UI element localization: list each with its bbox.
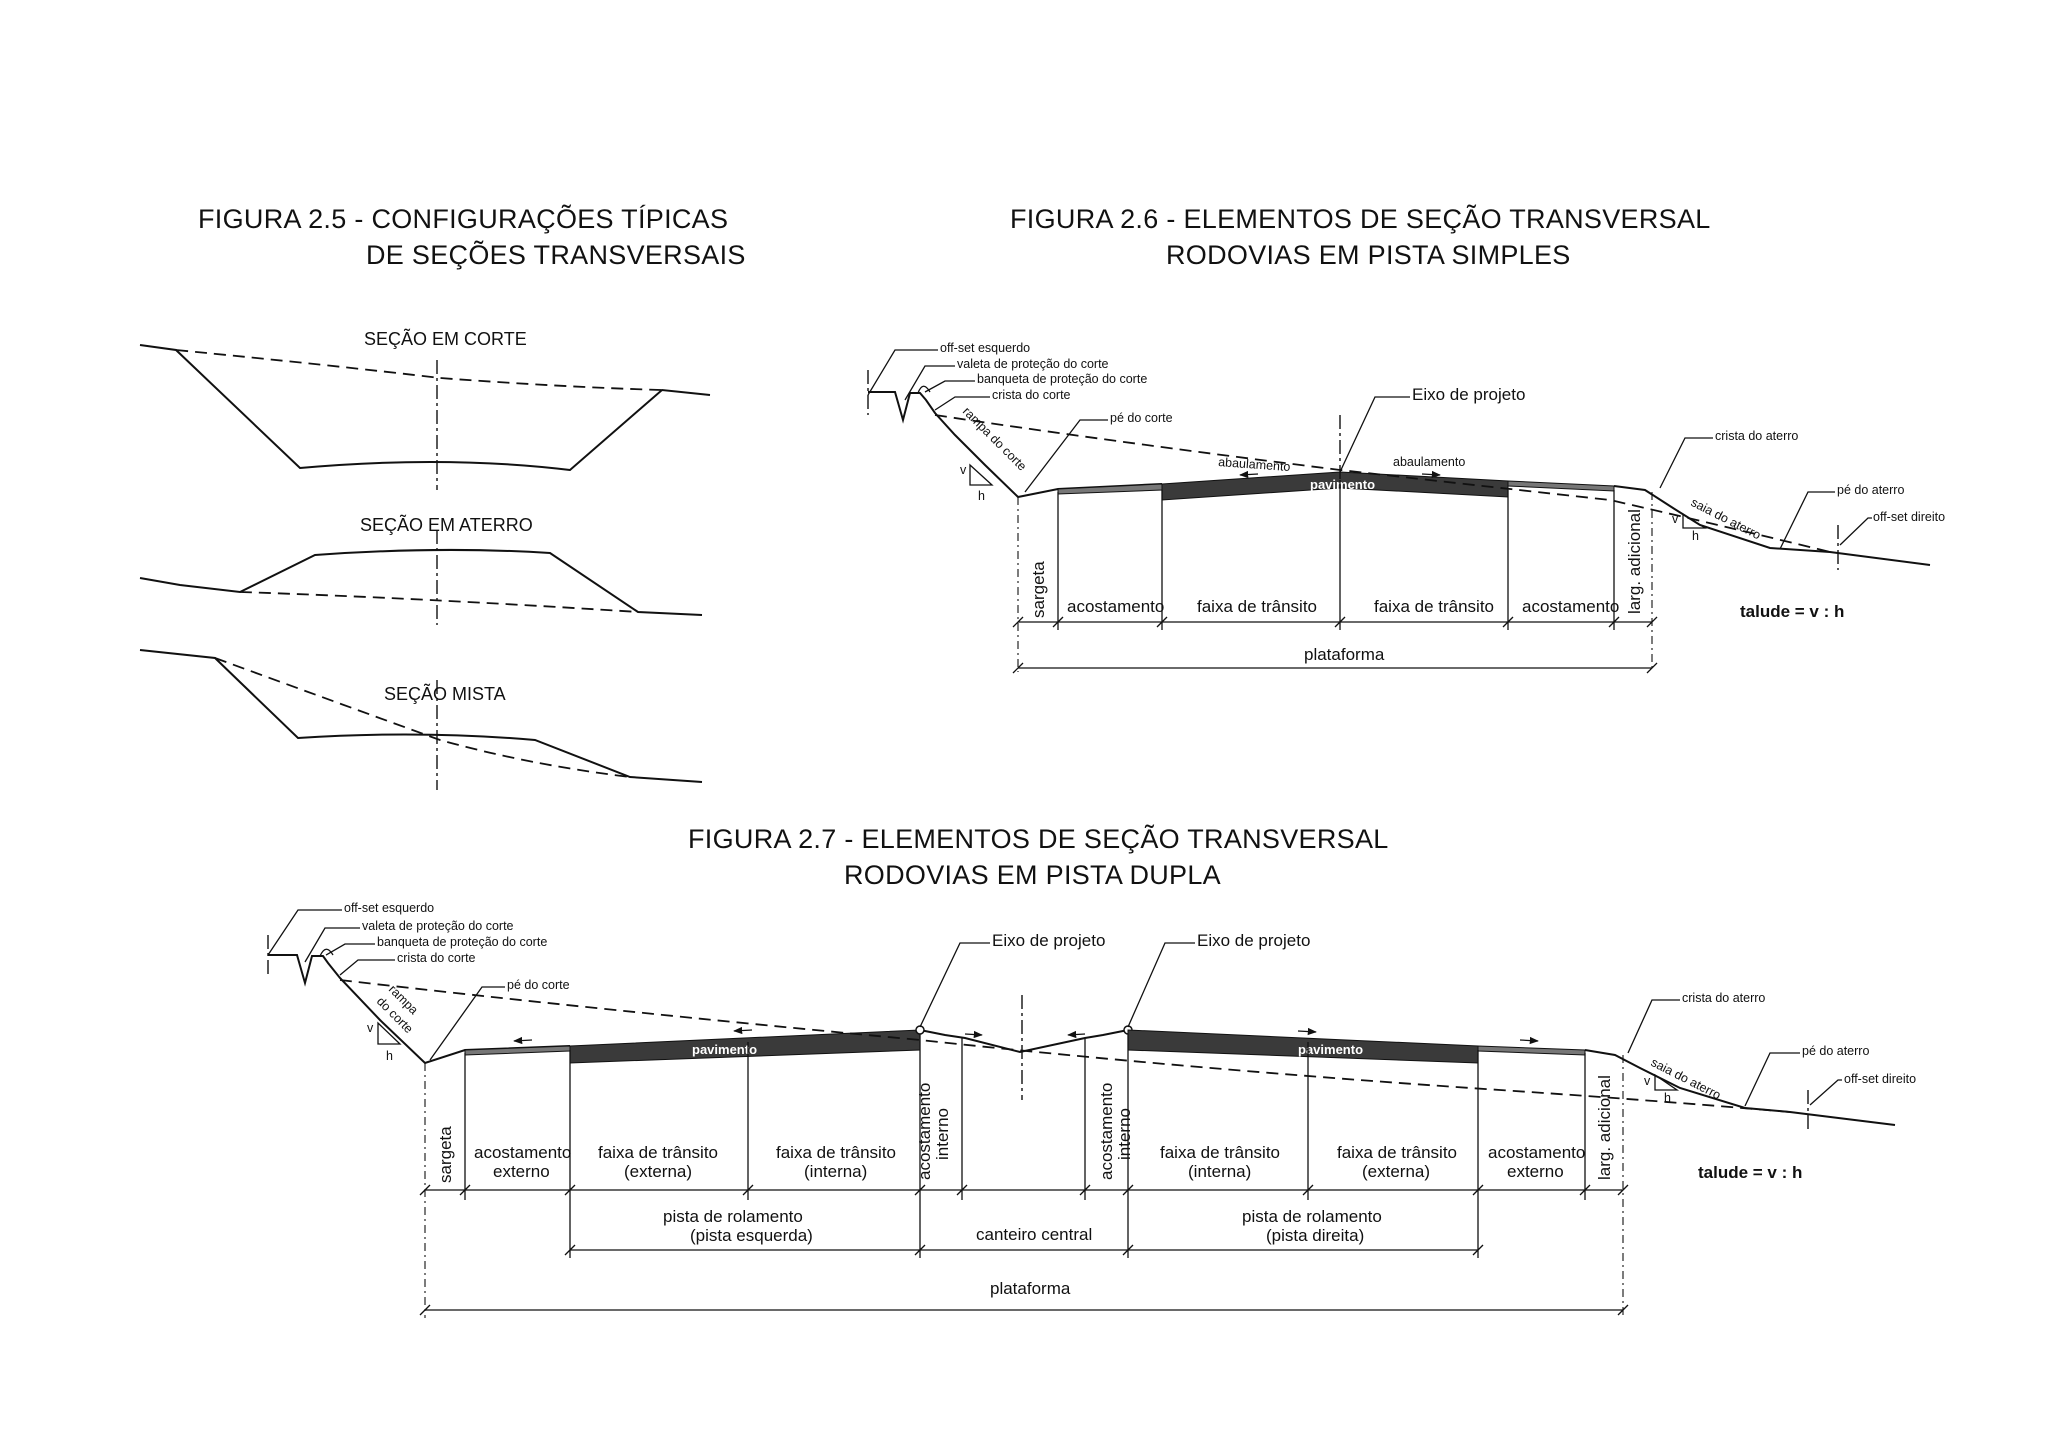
- label-offset-direito: off-set direito: [1873, 510, 1945, 524]
- slope-h-left: h: [978, 489, 985, 503]
- label-externa-left: (externa): [624, 1162, 692, 1181]
- label-faixa-externa-left: faixa de trânsito: [598, 1143, 718, 1162]
- label-pavimento-left: pavimento: [692, 1042, 757, 1057]
- label-eixo-left: Eixo de projeto: [992, 931, 1105, 950]
- label-acost-interno-right: acostamento: [1097, 1083, 1116, 1180]
- fig27-title-line2: RODOVIAS EM PISTA DUPLA: [844, 860, 1221, 890]
- section-aterro: SEÇÃO EM ATERRO: [139, 514, 703, 625]
- fig25-diagram: SEÇÃO EM CORTE SEÇÃO EM ATERRO SEÇÃO MIS…: [139, 328, 711, 790]
- label-talude: talude = v : h: [1740, 602, 1844, 621]
- label-plataforma-27: plataforma: [990, 1279, 1071, 1298]
- slope-v-right-27: v: [1644, 1074, 1651, 1088]
- label-pista-rolamento-left: pista de rolamento: [663, 1207, 803, 1226]
- label-faixa-interna-right: faixa de trânsito: [1160, 1143, 1280, 1162]
- label-sargeta: sargeta: [1029, 561, 1048, 618]
- label-banqueta: banqueta de proteção do corte: [977, 372, 1147, 386]
- label-acost-externo-left: acostamento: [474, 1143, 571, 1162]
- label-pista-direita: (pista direita): [1266, 1226, 1364, 1245]
- label-sargeta-27: sargeta: [436, 1126, 455, 1183]
- fig26-diagram: pavimento v h v h off-set esquerdo valet…: [867, 341, 1945, 674]
- label-acostamento-left: acostamento: [1067, 597, 1164, 616]
- label-crista-corte: crista do corte: [992, 388, 1071, 402]
- label-abaulamento-right: abaulamento: [1393, 455, 1465, 469]
- label-crista-aterro-27: crista do aterro: [1682, 991, 1765, 1005]
- label-offset-esquerdo: off-set esquerdo: [940, 341, 1030, 355]
- label-interno-left: interno: [933, 1108, 952, 1160]
- label-interna-right: (interna): [1188, 1162, 1251, 1181]
- slope-v-right: v: [1672, 512, 1679, 526]
- label-faixa-externa-right: faixa de trânsito: [1337, 1143, 1457, 1162]
- label-pe-aterro-27: pé do aterro: [1802, 1044, 1869, 1058]
- label-pavimento-right: pavimento: [1298, 1042, 1363, 1057]
- label-eixo-projeto: Eixo de projeto: [1412, 385, 1525, 404]
- label-crista-corte-27: crista do corte: [397, 951, 476, 965]
- label-faixa-interna-left: faixa de trânsito: [776, 1143, 896, 1162]
- label-acost-externo-right: acostamento: [1488, 1143, 1585, 1162]
- slope-v-left: v: [960, 463, 967, 477]
- section-corte: SEÇÃO EM CORTE: [139, 328, 711, 490]
- label-interna-left: (interna): [804, 1162, 867, 1181]
- label-offset-direito-27: off-set direito: [1844, 1072, 1916, 1086]
- label-eixo-right: Eixo de projeto: [1197, 931, 1310, 950]
- label-banqueta-27: banqueta de proteção do corte: [377, 935, 547, 949]
- label-secao-mista: SEÇÃO MISTA: [384, 683, 506, 704]
- label-larg-adicional-27: larg. adicional: [1595, 1075, 1614, 1180]
- label-secao-aterro: SEÇÃO EM ATERRO: [360, 514, 533, 535]
- fig25-title-line1: FIGURA 2.5 - CONFIGURAÇÕES TÍPICAS: [198, 204, 729, 234]
- fig27-title-line1: FIGURA 2.7 - ELEMENTOS DE SEÇÃO TRANSVER…: [688, 824, 1389, 854]
- label-valeta: valeta de proteção do corte: [957, 357, 1109, 371]
- label-larg-adicional: larg. adicional: [1625, 509, 1644, 614]
- label-acostamento-right: acostamento: [1522, 597, 1619, 616]
- label-valeta-27: valeta de proteção do corte: [362, 919, 514, 933]
- label-pe-corte-27: pé do corte: [507, 978, 570, 992]
- label-saia-aterro: saia do aterro: [1689, 495, 1764, 542]
- fig25-title-line2: DE SEÇÕES TRANSVERSAIS: [366, 240, 746, 270]
- label-talude-27: talude = v : h: [1698, 1163, 1802, 1182]
- label-offset-esquerdo-27: off-set esquerdo: [344, 901, 434, 915]
- label-pe-aterro: pé do aterro: [1837, 483, 1904, 497]
- label-externa-right: (externa): [1362, 1162, 1430, 1181]
- label-externo-left: externo: [493, 1162, 550, 1181]
- label-pista-rolamento-right: pista de rolamento: [1242, 1207, 1382, 1226]
- label-rampa-corte: rampa do corte: [960, 404, 1029, 473]
- slope-h-right: h: [1692, 529, 1699, 543]
- label-crista-aterro: crista do aterro: [1715, 429, 1798, 443]
- label-pista-esquerda: (pista esquerda): [690, 1226, 813, 1245]
- label-plataforma: plataforma: [1304, 645, 1385, 664]
- label-faixa-left: faixa de trânsito: [1197, 597, 1317, 616]
- fig26-title-line2: RODOVIAS EM PISTA SIMPLES: [1166, 240, 1571, 270]
- slope-h-right-27: h: [1664, 1091, 1671, 1105]
- label-secao-corte: SEÇÃO EM CORTE: [364, 328, 527, 349]
- slope-h-left-27: h: [386, 1049, 393, 1063]
- label-pavimento: pavimento: [1310, 477, 1375, 492]
- label-interno-right: interno: [1115, 1108, 1134, 1160]
- slope-v-left-27: v: [367, 1021, 374, 1035]
- fig26-title-line1: FIGURA 2.6 - ELEMENTOS DE SEÇÃO TRANSVER…: [1010, 204, 1711, 234]
- fig27-diagram: pavimento pavimento v h v h off-set esqu…: [267, 901, 1916, 1318]
- label-externo-right: externo: [1507, 1162, 1564, 1181]
- label-abaulamento-left: abaulamento: [1218, 455, 1291, 474]
- label-canteiro-central: canteiro central: [976, 1225, 1092, 1244]
- section-mista: SEÇÃO MISTA: [139, 649, 703, 790]
- label-acost-interno-left: acostamento: [915, 1083, 934, 1180]
- label-pe-corte: pé do corte: [1110, 411, 1173, 425]
- label-faixa-right: faixa de trânsito: [1374, 597, 1494, 616]
